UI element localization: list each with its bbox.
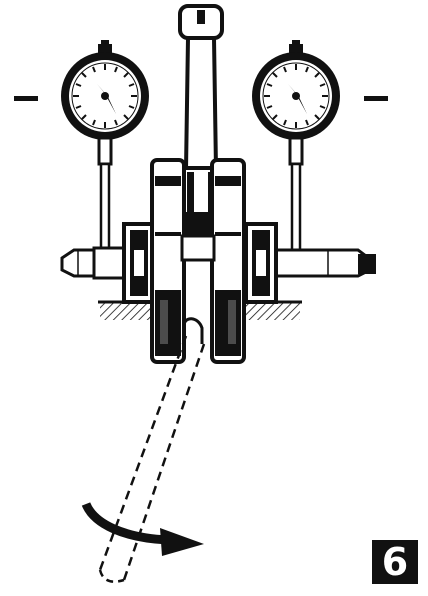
left-support (98, 300, 158, 320)
rotation-arrow-icon (81, 501, 204, 556)
left-shaft-end (60, 246, 128, 280)
left-bearing (122, 222, 156, 304)
right-shaft-end (272, 248, 376, 278)
right-bearing (244, 222, 278, 304)
right-dial-gauge (252, 40, 340, 252)
rotation-lever (98, 317, 206, 583)
left-minus-sign (14, 96, 38, 101)
right-minus-sign (364, 96, 388, 101)
figure-number-badge: 6 (372, 540, 418, 584)
right-support (242, 300, 302, 320)
right-flywheel (210, 158, 246, 364)
crank-pin (180, 234, 216, 262)
left-flywheel (150, 158, 186, 364)
left-dial-gauge (61, 40, 149, 252)
